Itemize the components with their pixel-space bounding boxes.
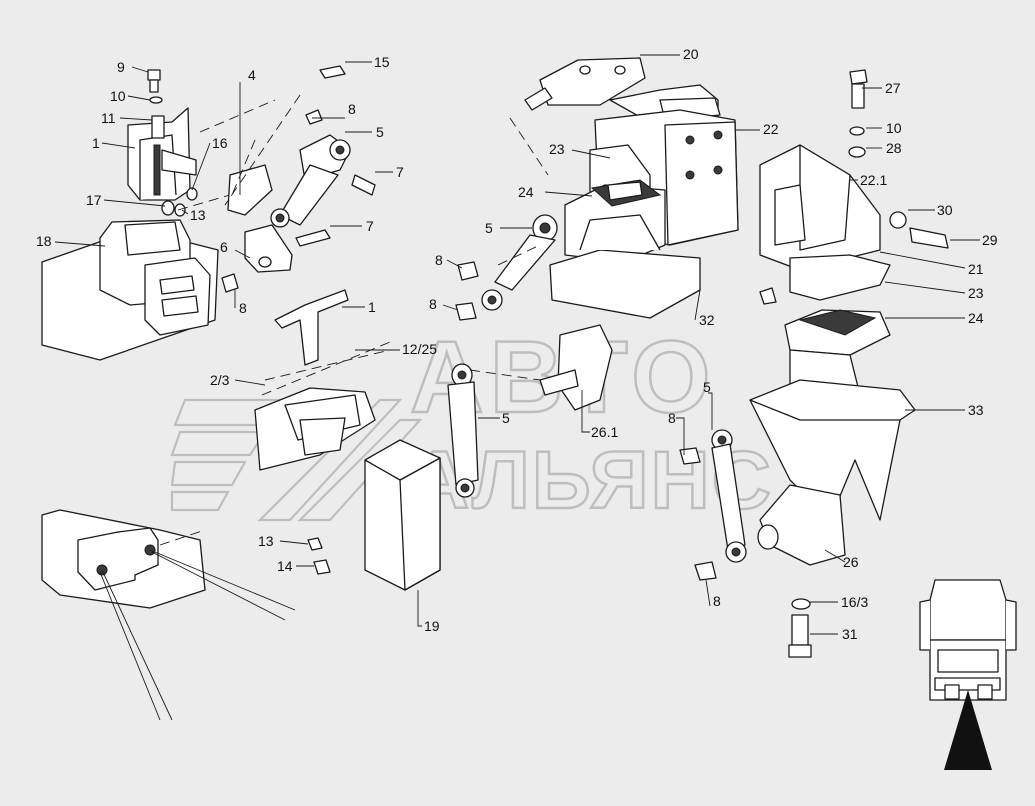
callout-6: 6 (220, 239, 228, 255)
callout-5: 5 (485, 220, 493, 236)
callout-23: 23 (549, 141, 565, 157)
callout-5: 5 (502, 410, 510, 426)
callout-24: 24 (968, 310, 984, 326)
callout-13: 13 (190, 207, 206, 223)
callout-26-1: 26.1 (591, 424, 618, 440)
callout-8: 8 (713, 593, 721, 609)
callout-14: 14 (277, 558, 293, 574)
callout-10: 10 (886, 120, 902, 136)
callout-1: 1 (368, 299, 376, 315)
callout-11: 11 (101, 110, 116, 126)
callout-5: 5 (376, 124, 384, 140)
truck-front-view-icon (919, 579, 1017, 701)
callout-28: 28 (886, 140, 902, 156)
callout-13: 13 (258, 533, 274, 549)
callout-31: 31 (842, 626, 858, 642)
callout-33: 33 (968, 402, 984, 418)
callout-16-3: 16/3 (841, 594, 868, 610)
callout-17: 17 (86, 192, 102, 208)
callout-18: 18 (36, 233, 52, 249)
leader-lines (54, 54, 980, 635)
mount-bracket-20-22 (509, 57, 739, 319)
shock-absorber-center-lower (447, 324, 613, 498)
mount-plate-18 (41, 219, 219, 361)
callout-30: 30 (937, 202, 953, 218)
truck-detail-bottom-left (41, 509, 296, 721)
direction-arrow-icon (944, 690, 992, 770)
callout-22-1: 22.1 (860, 172, 887, 188)
callout-5: 5 (703, 379, 711, 395)
callout-2-3: 2/3 (210, 372, 230, 388)
shock-absorber-lower-right (679, 429, 846, 658)
callout-7: 7 (366, 218, 374, 234)
callout-23: 23 (968, 285, 984, 301)
callout-21: 21 (968, 261, 984, 277)
bracket-assembly-1-2 (254, 289, 396, 471)
mount-bracket-22-1 (759, 69, 949, 271)
mount-24-33 (749, 254, 916, 521)
callout-1: 1 (92, 135, 100, 151)
callout-32: 32 (699, 312, 715, 328)
callout-20: 20 (683, 46, 699, 62)
shock-absorber-upper-left (221, 65, 376, 293)
callout-8: 8 (435, 252, 443, 268)
callout-12-25: 12/25 (402, 341, 437, 357)
bracket-assembly-left (127, 69, 276, 217)
callout-8: 8 (239, 300, 247, 316)
callout-22: 22 (763, 121, 779, 137)
callout-10: 10 (110, 88, 126, 104)
callout-19: 19 (424, 618, 440, 634)
callout-4: 4 (248, 67, 256, 83)
callout-29: 29 (982, 232, 998, 248)
callout-26: 26 (843, 554, 859, 570)
shock-absorber-center (455, 214, 558, 321)
callout-7: 7 (396, 164, 404, 180)
callout-24: 24 (518, 184, 534, 200)
callout-27: 27 (885, 80, 901, 96)
box-19 (307, 439, 441, 591)
callout-9: 9 (117, 59, 125, 75)
callout-8: 8 (668, 410, 676, 426)
callout-8: 8 (348, 101, 356, 117)
callout-16: 16 (212, 135, 228, 151)
callout-15: 15 (374, 54, 390, 70)
callout-labels: 9 10 11 1 16 17 13 18 4 15 8 5 7 7 6 8 2… (36, 46, 998, 642)
callout-8: 8 (429, 296, 437, 312)
